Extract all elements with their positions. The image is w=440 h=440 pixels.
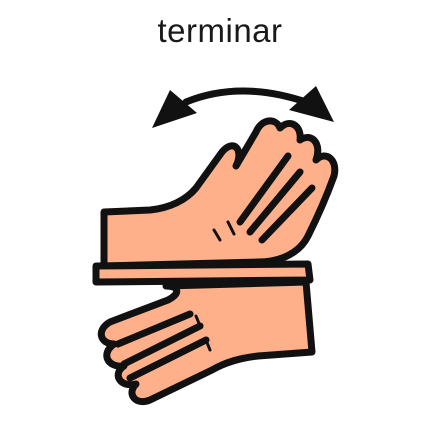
upper-hand-icon bbox=[100, 117, 339, 270]
forearm-band bbox=[92, 260, 314, 286]
swing-arrow-icon bbox=[152, 86, 334, 128]
pictogram-label: terminar bbox=[157, 12, 283, 49]
lower-hand-icon bbox=[97, 278, 316, 405]
